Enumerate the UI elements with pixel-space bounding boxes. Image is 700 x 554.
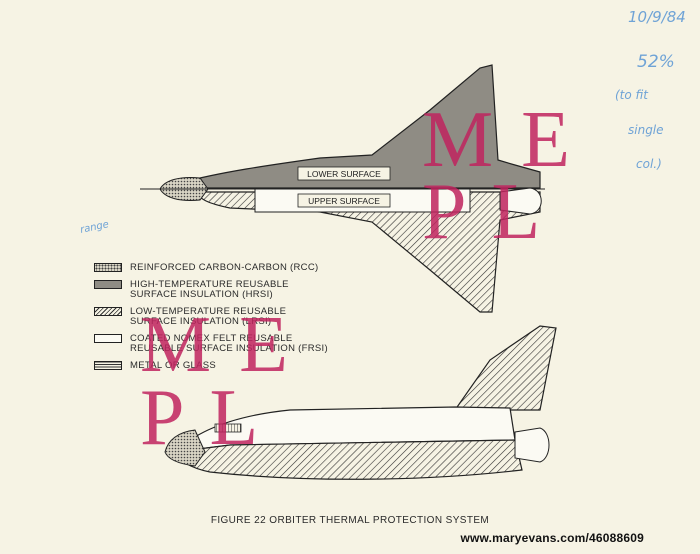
watermark-top-me: M E <box>422 96 574 184</box>
figure-caption: FIGURE 22 ORBITER THERMAL PROTECTION SYS… <box>210 515 490 526</box>
lower-surface-label-box <box>297 166 391 181</box>
orbiter-top-view: LOWER SURFACE UPPER SURFACE <box>140 64 545 313</box>
top-engine-pods <box>499 187 542 215</box>
legend-swatch-hrsi <box>94 280 122 289</box>
legend-swatch-lrsi <box>94 307 122 316</box>
upper-surface-label: UPPER SURFACE <box>308 196 380 206</box>
handwritten-date: 10/9/84 <box>628 8 686 26</box>
tps-legend: REINFORCED CARBON-CARBON (RCC) HIGH-TEMPE… <box>94 263 354 378</box>
legend-item-glass: METAL OR GLASS <box>94 361 354 371</box>
side-engines <box>514 427 550 463</box>
legend-label-line: REUSABLE SURFACE INSULATION (FRSI) <box>130 343 328 354</box>
legend-label-line: SURFACE INSULATION (HRSI) <box>130 289 273 300</box>
handwritten-note-1: (to fit <box>615 88 648 102</box>
legend-label-line: COATED NOMEX FELT REUSABLE <box>130 333 293 344</box>
legend-label: REINFORCED CARBON-CARBON (RCC) <box>130 263 318 273</box>
legend-item-rcc: REINFORCED CARBON-CARBON (RCC) <box>94 263 354 273</box>
legend-label-line: HIGH-TEMPERATURE REUSABLE <box>130 279 289 290</box>
legend-swatch-glass <box>94 361 122 370</box>
legend-swatch-rcc <box>94 263 122 272</box>
watermark-top-pl: P L <box>422 168 545 256</box>
legend-label-line: LOW-TEMPERATURE REUSABLE <box>130 306 287 317</box>
watermark-bottom-pl: P L <box>140 374 263 462</box>
legend-label-line: REINFORCED CARBON-CARBON (RCC) <box>130 262 319 273</box>
top-upper-wing-hrsi <box>177 64 541 189</box>
side-window-glass <box>214 423 242 433</box>
watermark-bottom-me: M E <box>140 301 292 389</box>
upper-surface-label-box <box>297 193 391 208</box>
legend-label-line: METAL OR GLASS <box>130 360 217 371</box>
side-tail-fin <box>453 325 557 411</box>
handwritten-note-2: single <box>628 123 664 137</box>
legend-label-line: SURFACE INSULATION (LRSI) <box>130 316 272 327</box>
lower-surface-label: LOWER SURFACE <box>307 169 381 179</box>
image-credit: www.maryevans.com/46088609 <box>460 531 644 545</box>
legend-swatch-frsi <box>94 334 122 343</box>
legend-label: METAL OR GLASS <box>130 361 216 371</box>
orbiter-side-view <box>164 325 557 480</box>
handwritten-percent: 52% <box>637 52 675 72</box>
side-nose-rcc <box>164 429 206 467</box>
handwritten-note-3: col.) <box>636 157 662 171</box>
